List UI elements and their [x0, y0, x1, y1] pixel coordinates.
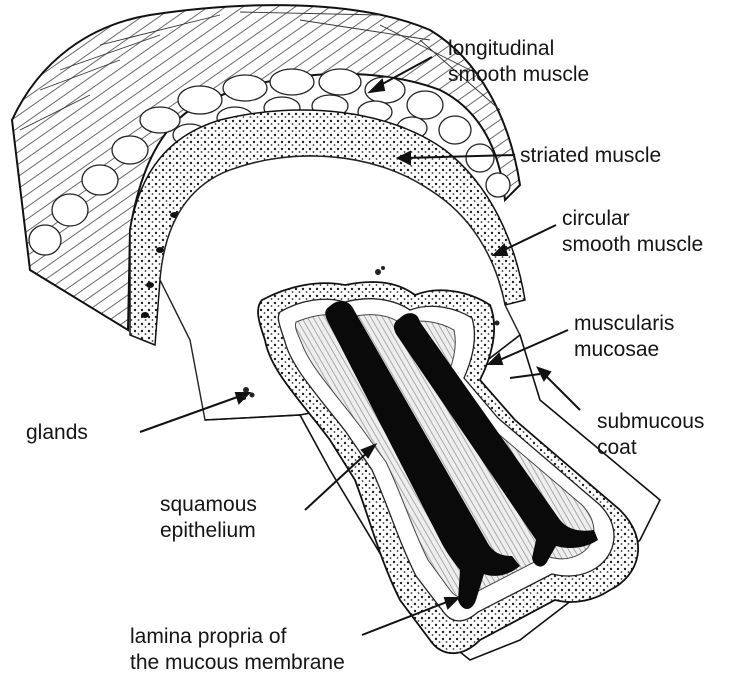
label-longitudinal-smooth-muscle: longitudinal smooth muscle: [448, 36, 589, 88]
label-squamous-epithelium: squamous epithelium: [160, 492, 257, 544]
label-muscularis-mucosae: muscularis mucosae: [574, 311, 674, 363]
label-glands: glands: [26, 420, 88, 446]
label-lamina-propria: lamina propria of the mucous membrane: [130, 624, 345, 676]
label-striated-muscle: striated muscle: [520, 143, 661, 169]
label-submucous-coat: submucous coat: [597, 409, 704, 461]
label-circular-smooth-muscle: circular smooth muscle: [562, 206, 703, 258]
